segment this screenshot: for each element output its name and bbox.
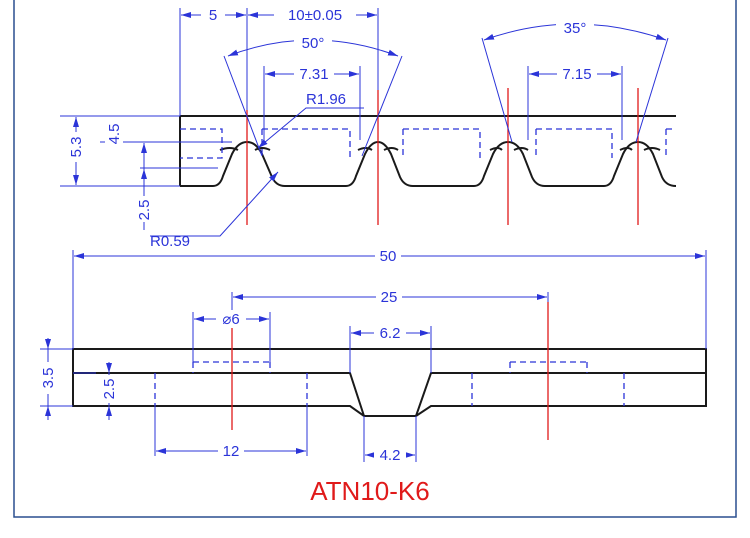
dim-7-31-label: 7.31 [299,66,328,83]
dim-3-5-label: 3.5 [40,368,57,389]
dim-r0-59-label: R0.59 [150,233,190,250]
dim-50-label: 50 [380,248,397,265]
dim-12-label: 12 [223,443,240,460]
dim-r1-96-label: R1.96 [306,91,346,108]
dim-2-5-bottom-label: 2.5 [101,379,118,400]
top-view: 5 10±0.05 50° 35° 7.31 7.15 R1.96 R0.59 [60,6,677,250]
tooth-profile [180,140,677,187]
dim-4-5-label: 4.5 [106,124,123,145]
drawing-frame [13,0,737,518]
dim-pitch-label: 10±0.05 [288,7,342,24]
dim-2-5-top-label: 2.5 [136,200,153,221]
dim-6-2-label: 6.2 [380,325,401,342]
cleat-belt-outline [72,348,707,417]
angle-35-label: 35° [564,20,587,37]
angle-50-rays [223,55,403,157]
dim-5-3-label: 5.3 [68,137,85,158]
leader-r1-96 [257,107,364,149]
dim-phi6-label: ⌀6 [222,311,239,328]
dim-5-label: 5 [209,7,217,24]
cleat-belt-inner-line [73,372,706,417]
dim-7-15-label: 7.15 [562,66,591,83]
tooth-fillet-lines [219,147,661,151]
leader-r0-59 [150,171,279,237]
angle-50-label: 50° [302,35,325,52]
extension-lines-bottom [40,250,707,462]
dim-4-2-label: 4.2 [380,447,401,464]
dim-25-label: 25 [381,289,398,306]
angle-35-rays [481,37,669,143]
bottom-view: 50 25 ⌀6 6.2 4.2 12 3.5 2.5 [39,247,707,464]
hidden-lines-bottom [154,361,625,406]
drawing-title: ATN10-K6 [310,476,429,506]
